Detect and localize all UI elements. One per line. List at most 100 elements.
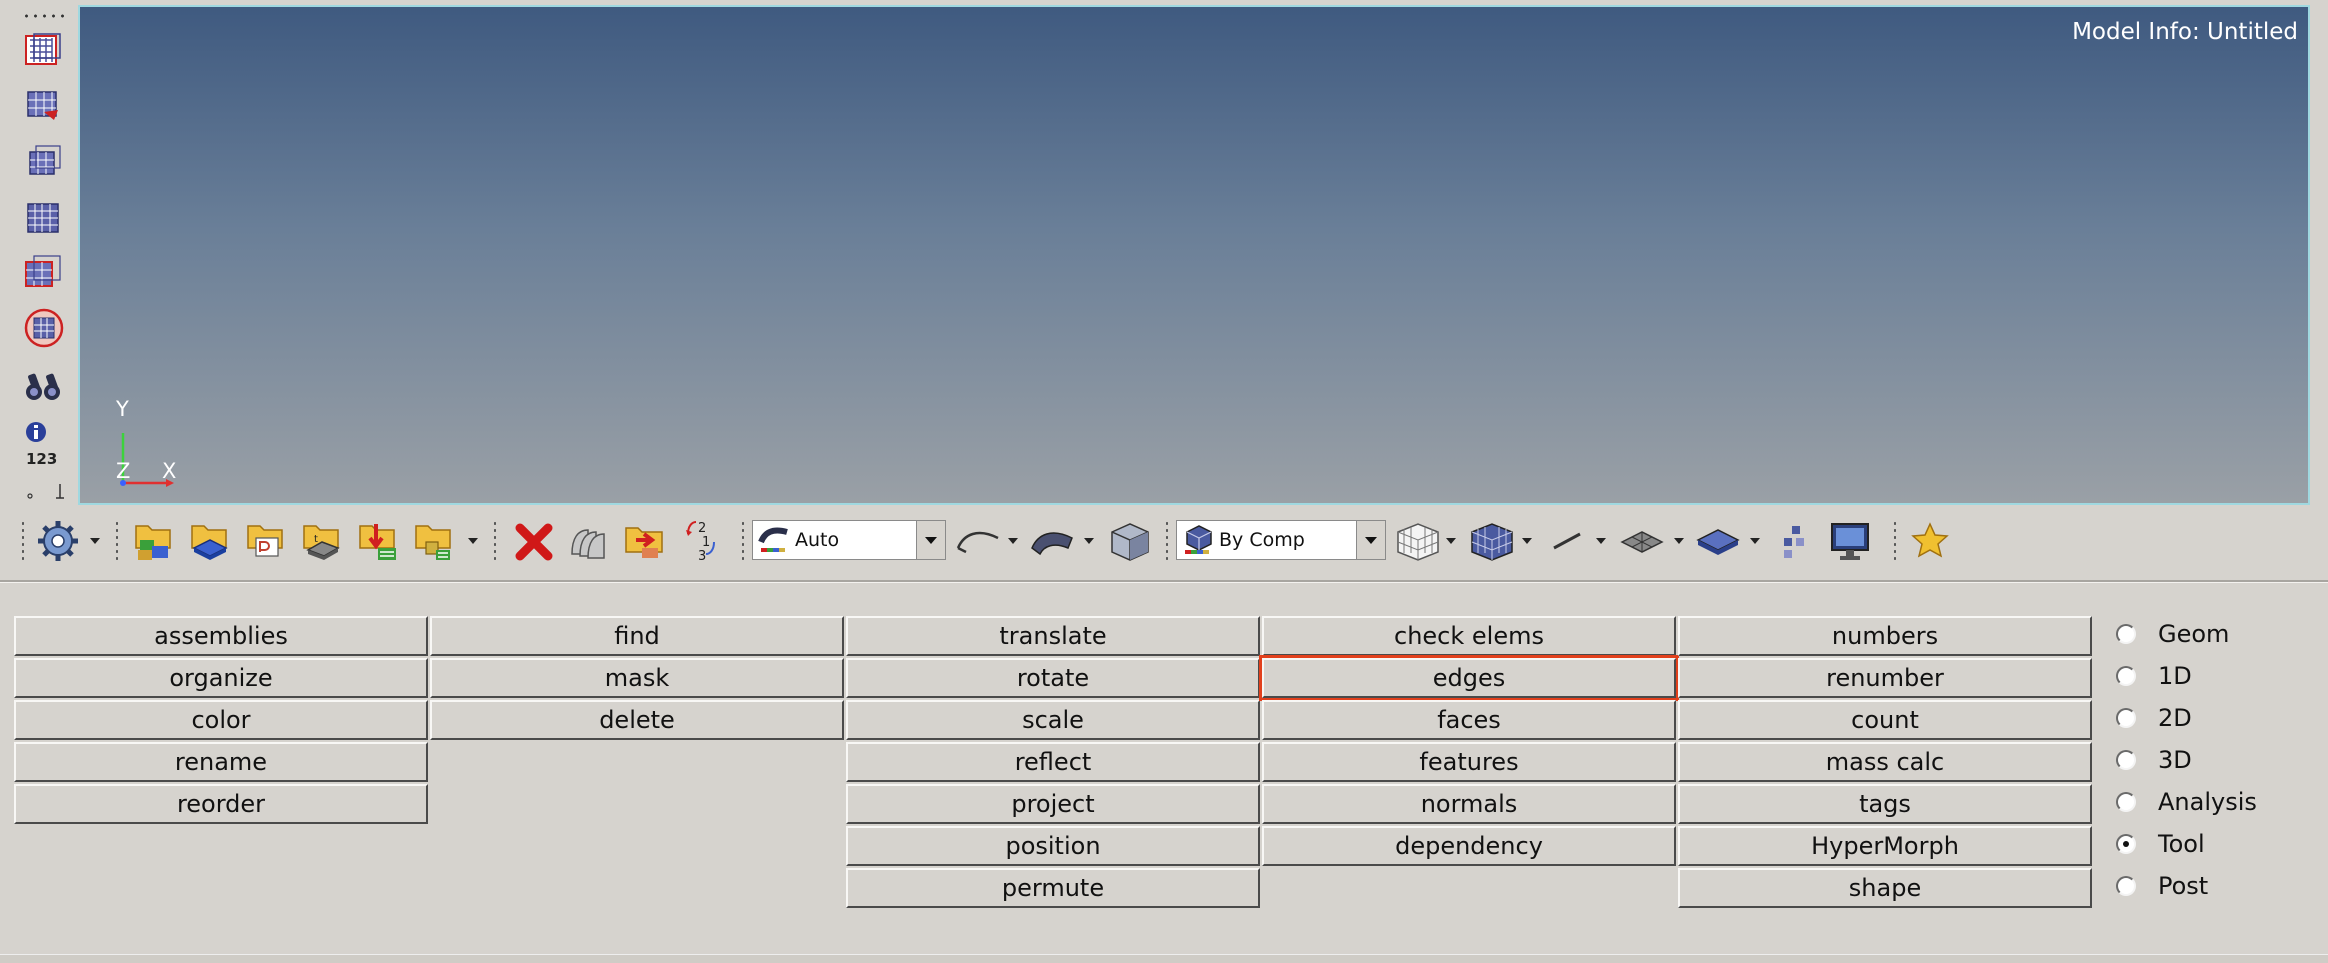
monitor-icon[interactable] — [1828, 516, 1874, 566]
svg-text:3: 3 — [698, 549, 706, 564]
binoculars-icon[interactable] — [22, 366, 64, 406]
radio-tool-indicator[interactable] — [2116, 834, 2136, 854]
load-folder-icon[interactable] — [412, 516, 456, 566]
edges-button[interactable]: edges — [1259, 655, 1679, 701]
renumber-button[interactable]: renumber — [1678, 658, 2092, 698]
2d-element-icon[interactable] — [1618, 516, 1668, 566]
radio-post-indicator[interactable] — [2116, 876, 2136, 896]
mesh-shaded-dropdown-arrow[interactable] — [1522, 538, 1532, 544]
dependency-button[interactable]: dependency — [1262, 826, 1676, 866]
reflect-button[interactable]: reflect — [846, 742, 1260, 782]
svg-text:2: 2 — [698, 521, 706, 536]
elements-tree-icon[interactable] — [1776, 516, 1816, 566]
faces-button[interactable]: faces — [1262, 700, 1676, 740]
project-button[interactable]: project — [846, 784, 1260, 824]
radio-analysis-indicator[interactable] — [2116, 792, 2136, 812]
mask-button[interactable]: mask — [430, 658, 844, 698]
component-folder-icon[interactable] — [188, 516, 232, 566]
features-button[interactable]: features — [1262, 742, 1676, 782]
toolbar-grip[interactable] — [22, 520, 24, 562]
scale-button[interactable]: scale — [846, 700, 1260, 740]
toolbar-grip[interactable] — [22, 14, 66, 18]
svg-text:t: t — [314, 534, 318, 545]
import-folder-icon[interactable] — [356, 516, 400, 566]
line-element-icon[interactable] — [1548, 516, 1588, 566]
radio-tool-label: Tool — [2158, 830, 2205, 858]
view-mode-value: Auto — [795, 529, 840, 551]
mesh-back-icon[interactable] — [22, 142, 64, 182]
settings-gear-icon[interactable] — [36, 516, 82, 566]
tags-button[interactable]: tags — [1678, 784, 2092, 824]
graphics-viewport[interactable]: Model Info: Untitled Y Z X — [78, 5, 2310, 505]
numbers-button[interactable]: numbers — [1678, 616, 2092, 656]
translate-button[interactable]: translate — [846, 616, 1260, 656]
mesh-outline-icon[interactable] — [22, 252, 64, 292]
numbering-label[interactable]: 123 — [26, 450, 58, 468]
ruler-icon[interactable] — [26, 482, 66, 500]
toolbar-separator — [116, 520, 118, 562]
shape-button[interactable]: shape — [1678, 868, 2092, 908]
assemblies-button[interactable]: assemblies — [14, 616, 428, 656]
toolbar-separator — [742, 520, 744, 562]
hypermorph-button[interactable]: HyperMorph — [1678, 826, 2092, 866]
color-mode-dropdown-button[interactable] — [1356, 521, 1385, 559]
radio-2d-indicator[interactable] — [2116, 708, 2136, 728]
color-mode-combobox[interactable]: By Comp — [1176, 520, 1386, 560]
mesh-shaded-icon[interactable] — [1466, 516, 1516, 566]
axis-x-label: X — [162, 459, 177, 483]
3d-element-dropdown-arrow[interactable] — [1750, 538, 1760, 544]
view-mode-combobox[interactable]: Auto — [752, 520, 946, 560]
thickness-folder-icon[interactable]: t — [300, 516, 344, 566]
mesh-wireframe-dropdown-arrow[interactable] — [1446, 538, 1456, 544]
surface-wire-dropdown-arrow[interactable] — [1008, 538, 1018, 544]
rotate-button[interactable]: rotate — [846, 658, 1260, 698]
organize-folder-icon[interactable] — [622, 516, 668, 566]
mesh-arrow-icon[interactable] — [22, 86, 64, 126]
favorites-star-icon[interactable] — [1908, 516, 1952, 566]
normals-button[interactable]: normals — [1262, 784, 1676, 824]
line-element-dropdown-arrow[interactable] — [1596, 538, 1606, 544]
surface-shaded-dropdown-arrow[interactable] — [1084, 538, 1094, 544]
axis-triad: Y Z X — [96, 397, 186, 493]
axis-y-label: Y — [116, 397, 129, 421]
left-toolbar: 123 — [0, 0, 76, 508]
mesh-solid-icon[interactable] — [22, 198, 64, 238]
mesh-circle-icon[interactable] — [22, 308, 64, 348]
rename-button[interactable]: rename — [14, 742, 428, 782]
color-mode-value: By Comp — [1219, 529, 1305, 551]
delete-x-icon[interactable] — [512, 516, 556, 566]
solid-cube-icon[interactable] — [1104, 516, 1154, 566]
radio-3d-label: 3D — [2158, 746, 2192, 774]
check-elems-button[interactable]: check elems — [1262, 616, 1676, 656]
radio-1d-indicator[interactable] — [2116, 666, 2136, 686]
color-button[interactable]: color — [14, 700, 428, 740]
assembly-folder-icon[interactable] — [132, 516, 176, 566]
folder-dropdown-arrow[interactable] — [468, 538, 478, 544]
radio-2d-label: 2D — [2158, 704, 2192, 732]
permute-button[interactable]: permute — [846, 868, 1260, 908]
organize-button[interactable]: organize — [14, 658, 428, 698]
status-strip — [0, 954, 2328, 963]
delete-button[interactable]: delete — [430, 700, 844, 740]
shells-icon[interactable] — [566, 516, 612, 566]
axis-z-label: Z — [116, 459, 131, 483]
radio-geom-indicator[interactable] — [2116, 624, 2136, 644]
info-icon[interactable] — [22, 420, 64, 444]
mass-calc-button[interactable]: mass calc — [1678, 742, 2092, 782]
count-button[interactable]: count — [1678, 700, 2092, 740]
surface-wire-icon[interactable] — [954, 516, 1004, 566]
2d-element-dropdown-arrow[interactable] — [1674, 538, 1684, 544]
reorder-button[interactable]: reorder — [14, 784, 428, 824]
surface-shaded-icon[interactable] — [1028, 516, 1078, 566]
mesh-front-icon[interactable] — [22, 30, 64, 70]
mesh-wireframe-icon[interactable] — [1392, 516, 1442, 566]
find-button[interactable]: find — [430, 616, 844, 656]
position-button[interactable]: position — [846, 826, 1260, 866]
view-mode-dropdown-button[interactable] — [916, 521, 945, 559]
settings-dropdown-arrow[interactable] — [90, 538, 100, 544]
3d-element-icon[interactable] — [1694, 516, 1744, 566]
property-folder-icon[interactable] — [244, 516, 288, 566]
radio-3d-indicator[interactable] — [2116, 750, 2136, 770]
